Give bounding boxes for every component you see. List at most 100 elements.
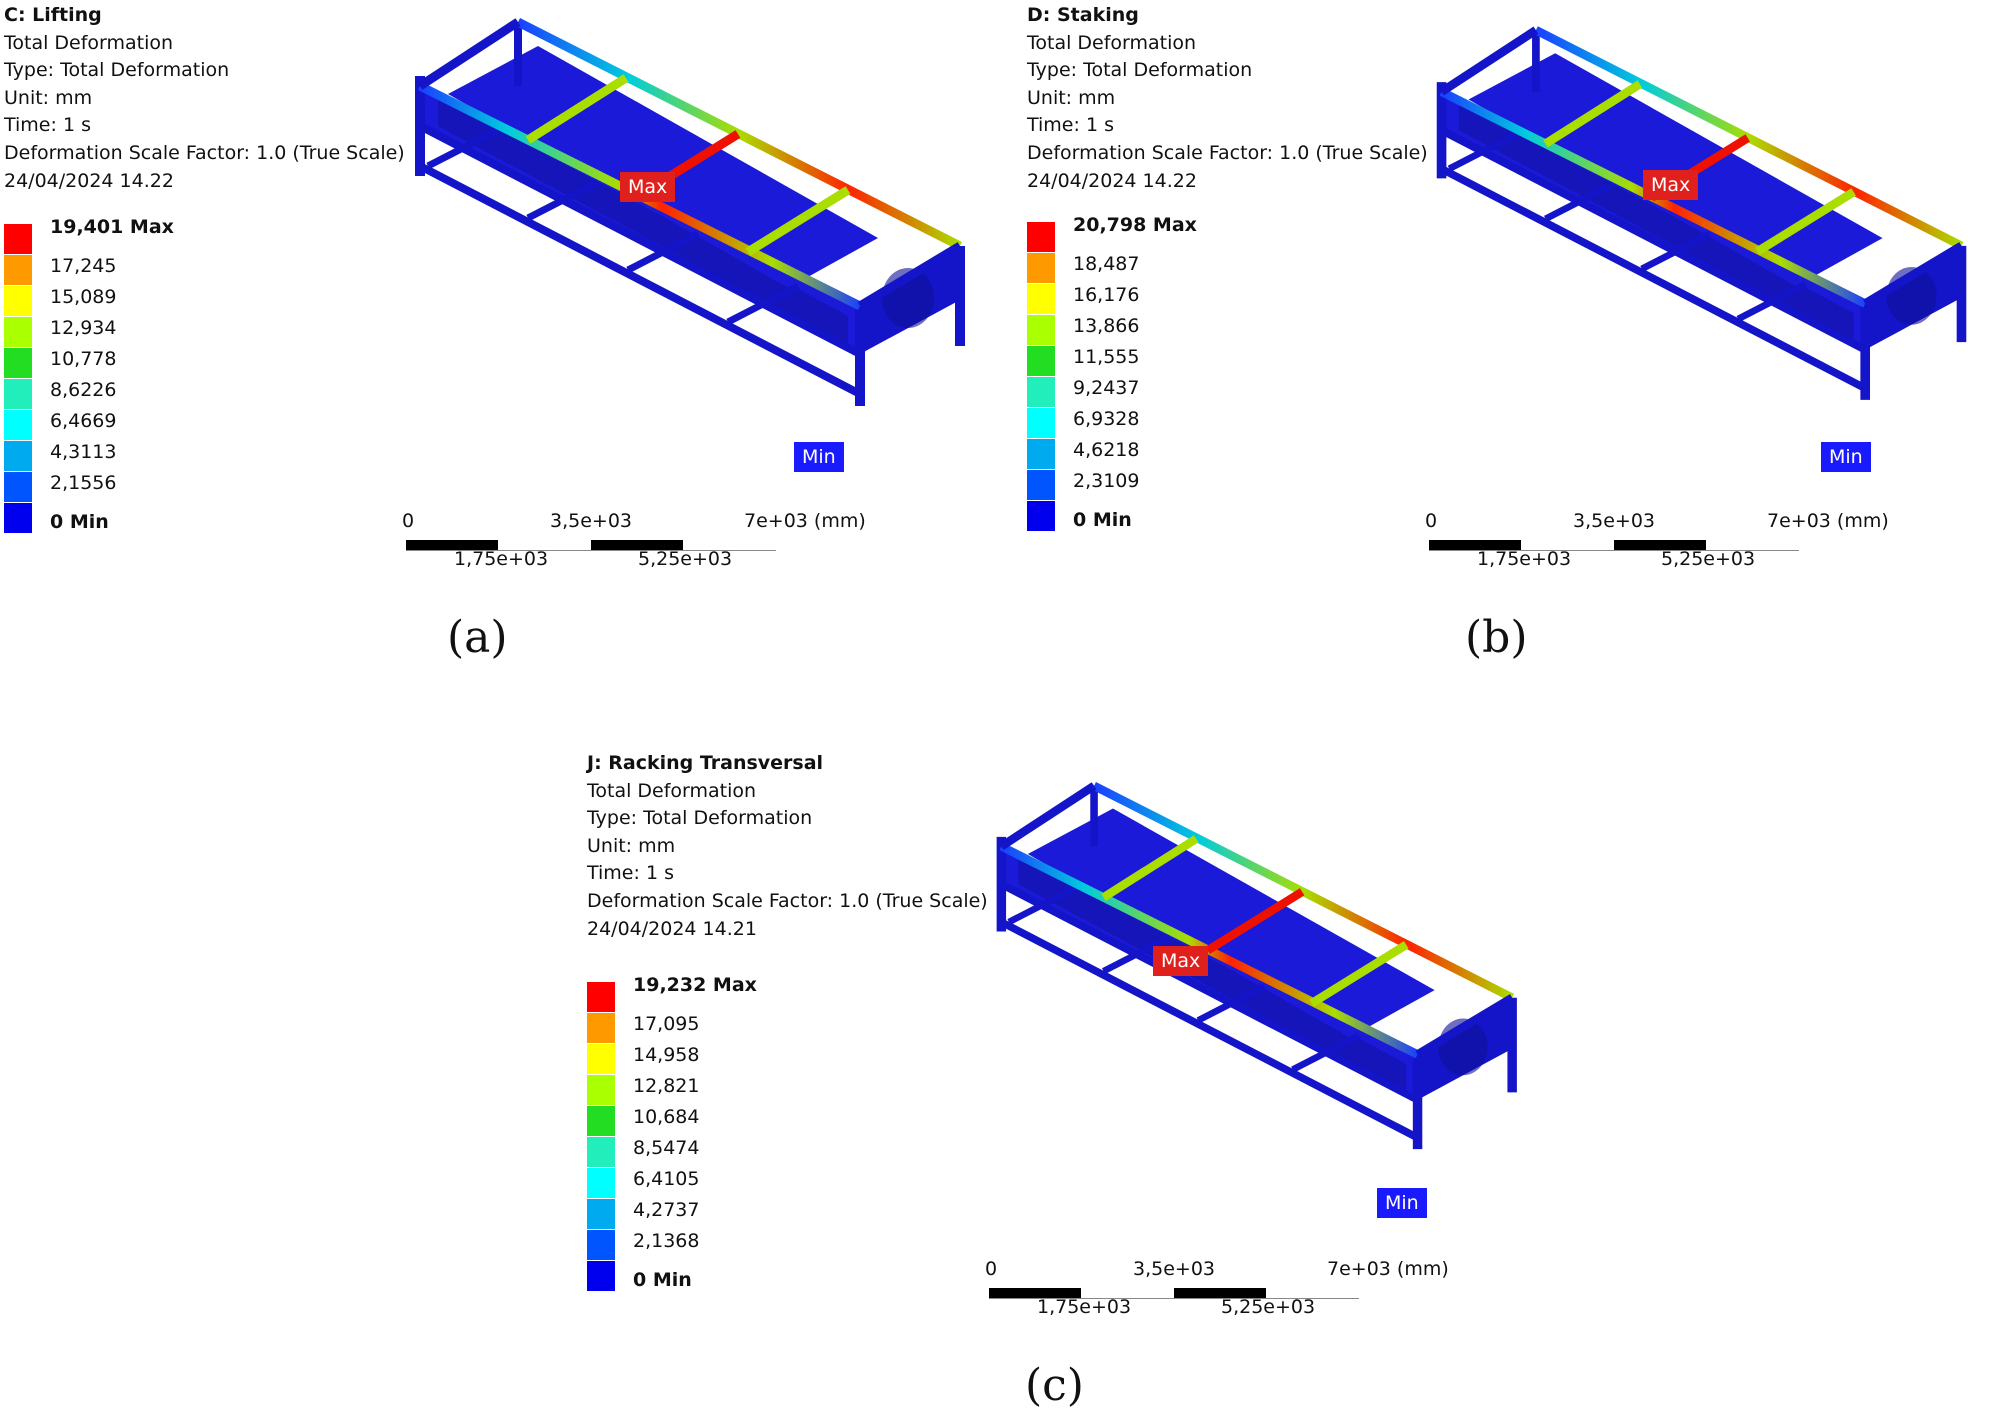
min-marker: Min xyxy=(1821,442,1871,472)
legend-label: 2,1368 xyxy=(633,1230,700,1252)
top-end-beam xyxy=(417,18,521,90)
top-crossbar xyxy=(745,186,851,256)
legend-swatch xyxy=(1027,222,1055,252)
figure-caption: (c) xyxy=(1025,1360,1084,1411)
scale-line xyxy=(1429,550,1799,551)
bottom-crossbar xyxy=(1196,983,1266,1024)
result-info: D: Staking Total Deformation Type: Total… xyxy=(1027,2,1428,195)
bottom-rail xyxy=(1439,165,1867,392)
legend-label: 4,2737 xyxy=(633,1199,700,1221)
scale-tick-label: 0 xyxy=(1425,510,1438,532)
top-end-beam xyxy=(1862,242,1964,308)
legend-label: 16,176 xyxy=(1073,284,1140,306)
scale-tick-label: 3,5e+03 xyxy=(1573,510,1656,532)
top-end-beam xyxy=(999,782,1097,850)
legend-swatch xyxy=(587,1013,615,1043)
top-end-beam xyxy=(1439,26,1539,96)
legend-swatch xyxy=(1027,408,1055,438)
bottom-rail xyxy=(999,918,1420,1142)
legend-label: 10,684 xyxy=(633,1106,700,1128)
deformation-model xyxy=(415,17,965,406)
bottom-crossbar xyxy=(626,230,700,274)
legend-swatch xyxy=(4,255,32,285)
legend-swatch xyxy=(1027,470,1055,500)
tank-top xyxy=(448,46,878,288)
deformation-model xyxy=(1436,26,1967,400)
legend-swatch xyxy=(4,379,32,409)
bottom-rail xyxy=(418,162,862,398)
scale-tick-label: 0 xyxy=(985,1258,998,1280)
info-line: Time: 1 s xyxy=(1027,114,1114,137)
legend-swatch xyxy=(587,1075,615,1105)
info-line: Deformation Scale Factor: 1.0 (True Scal… xyxy=(587,889,988,912)
scale-line xyxy=(989,1298,1359,1299)
bottom-crossbar xyxy=(1291,1032,1361,1073)
legend-label: 4,3113 xyxy=(50,441,117,463)
scale-segment xyxy=(1429,540,1521,550)
legend-label: 14,958 xyxy=(633,1044,700,1066)
top-rail-back xyxy=(1533,26,1964,250)
scale-tick-label: 1,75e+03 xyxy=(454,548,549,570)
info-line: Total Deformation xyxy=(1027,31,1197,54)
scale-tick-label: 7e+03 (mm) xyxy=(1327,1258,1449,1280)
scale-tick-label: 1,75e+03 xyxy=(1477,548,1572,570)
tank-top xyxy=(1468,53,1883,287)
scale-tick-label: 5,25e+03 xyxy=(638,548,733,570)
result-info: C: Lifting Total Deformation Type: Total… xyxy=(4,2,405,195)
info-line: 24/04/2024 14.22 xyxy=(1027,169,1197,192)
info-line: Time: 1 s xyxy=(587,862,674,885)
legend-swatch xyxy=(1027,346,1055,376)
scale-tick-label: 5,25e+03 xyxy=(1661,548,1756,570)
legend-label: 11,555 xyxy=(1073,346,1140,368)
scale-segment xyxy=(1174,1288,1266,1298)
bottom-crossbar xyxy=(526,178,600,222)
bottom-crossbar xyxy=(1543,181,1615,222)
legend-swatch xyxy=(587,1168,615,1198)
scale-segment xyxy=(1614,540,1706,550)
top-rail-back xyxy=(515,17,963,251)
legend-label: 19,401 Max xyxy=(50,216,174,238)
deformation-model xyxy=(996,782,1517,1150)
info-line: Type: Total Deformation xyxy=(1027,59,1253,82)
legend-swatch xyxy=(1027,284,1055,314)
top-end-beam xyxy=(1415,994,1515,1059)
bottom-rail xyxy=(1439,126,1867,354)
legend-label: 8,6226 xyxy=(50,379,117,401)
bottom-crossbar xyxy=(726,282,800,326)
legend-swatch xyxy=(4,410,32,440)
top-rail-back xyxy=(1092,782,1515,1002)
result-title: C: Lifting xyxy=(4,4,102,26)
top-end-beam xyxy=(857,242,963,310)
legend-swatch xyxy=(1027,501,1055,531)
info-line: Deformation Scale Factor: 1.0 (True Scal… xyxy=(1027,141,1428,164)
bottom-rail xyxy=(999,880,1420,1104)
bottom-crossbar xyxy=(1007,885,1077,925)
legend-label: 10,778 xyxy=(50,348,117,370)
info-line: Unit: mm xyxy=(4,86,93,109)
legend-label: 17,095 xyxy=(633,1013,700,1035)
bottom-crossbar xyxy=(1736,281,1808,322)
scale-tick-label: 5,25e+03 xyxy=(1221,1296,1316,1318)
legend-swatch xyxy=(587,1106,615,1136)
scale-tick-label: 3,5e+03 xyxy=(550,510,633,532)
tank-shell xyxy=(1458,101,1854,343)
info-line: Total Deformation xyxy=(587,779,757,802)
info-line: Total Deformation xyxy=(4,31,174,54)
legend-label: 17,245 xyxy=(50,255,117,277)
legend-swatch xyxy=(4,317,32,347)
min-marker: Min xyxy=(794,442,844,472)
max-marker: Max xyxy=(1153,946,1209,976)
scale-segment xyxy=(406,540,498,550)
scale-tick-label: 7e+03 (mm) xyxy=(744,510,866,532)
legend-swatch xyxy=(587,1137,615,1167)
tank-top xyxy=(1027,808,1435,1038)
scale-segment xyxy=(989,1288,1081,1298)
info-line: 24/04/2024 14.21 xyxy=(587,917,757,940)
result-title: D: Staking xyxy=(1027,4,1139,26)
bottom-rail xyxy=(418,122,862,358)
legend-swatch xyxy=(587,1261,615,1291)
legend-swatch xyxy=(587,1230,615,1260)
legend-label: 0 Min xyxy=(633,1269,692,1291)
